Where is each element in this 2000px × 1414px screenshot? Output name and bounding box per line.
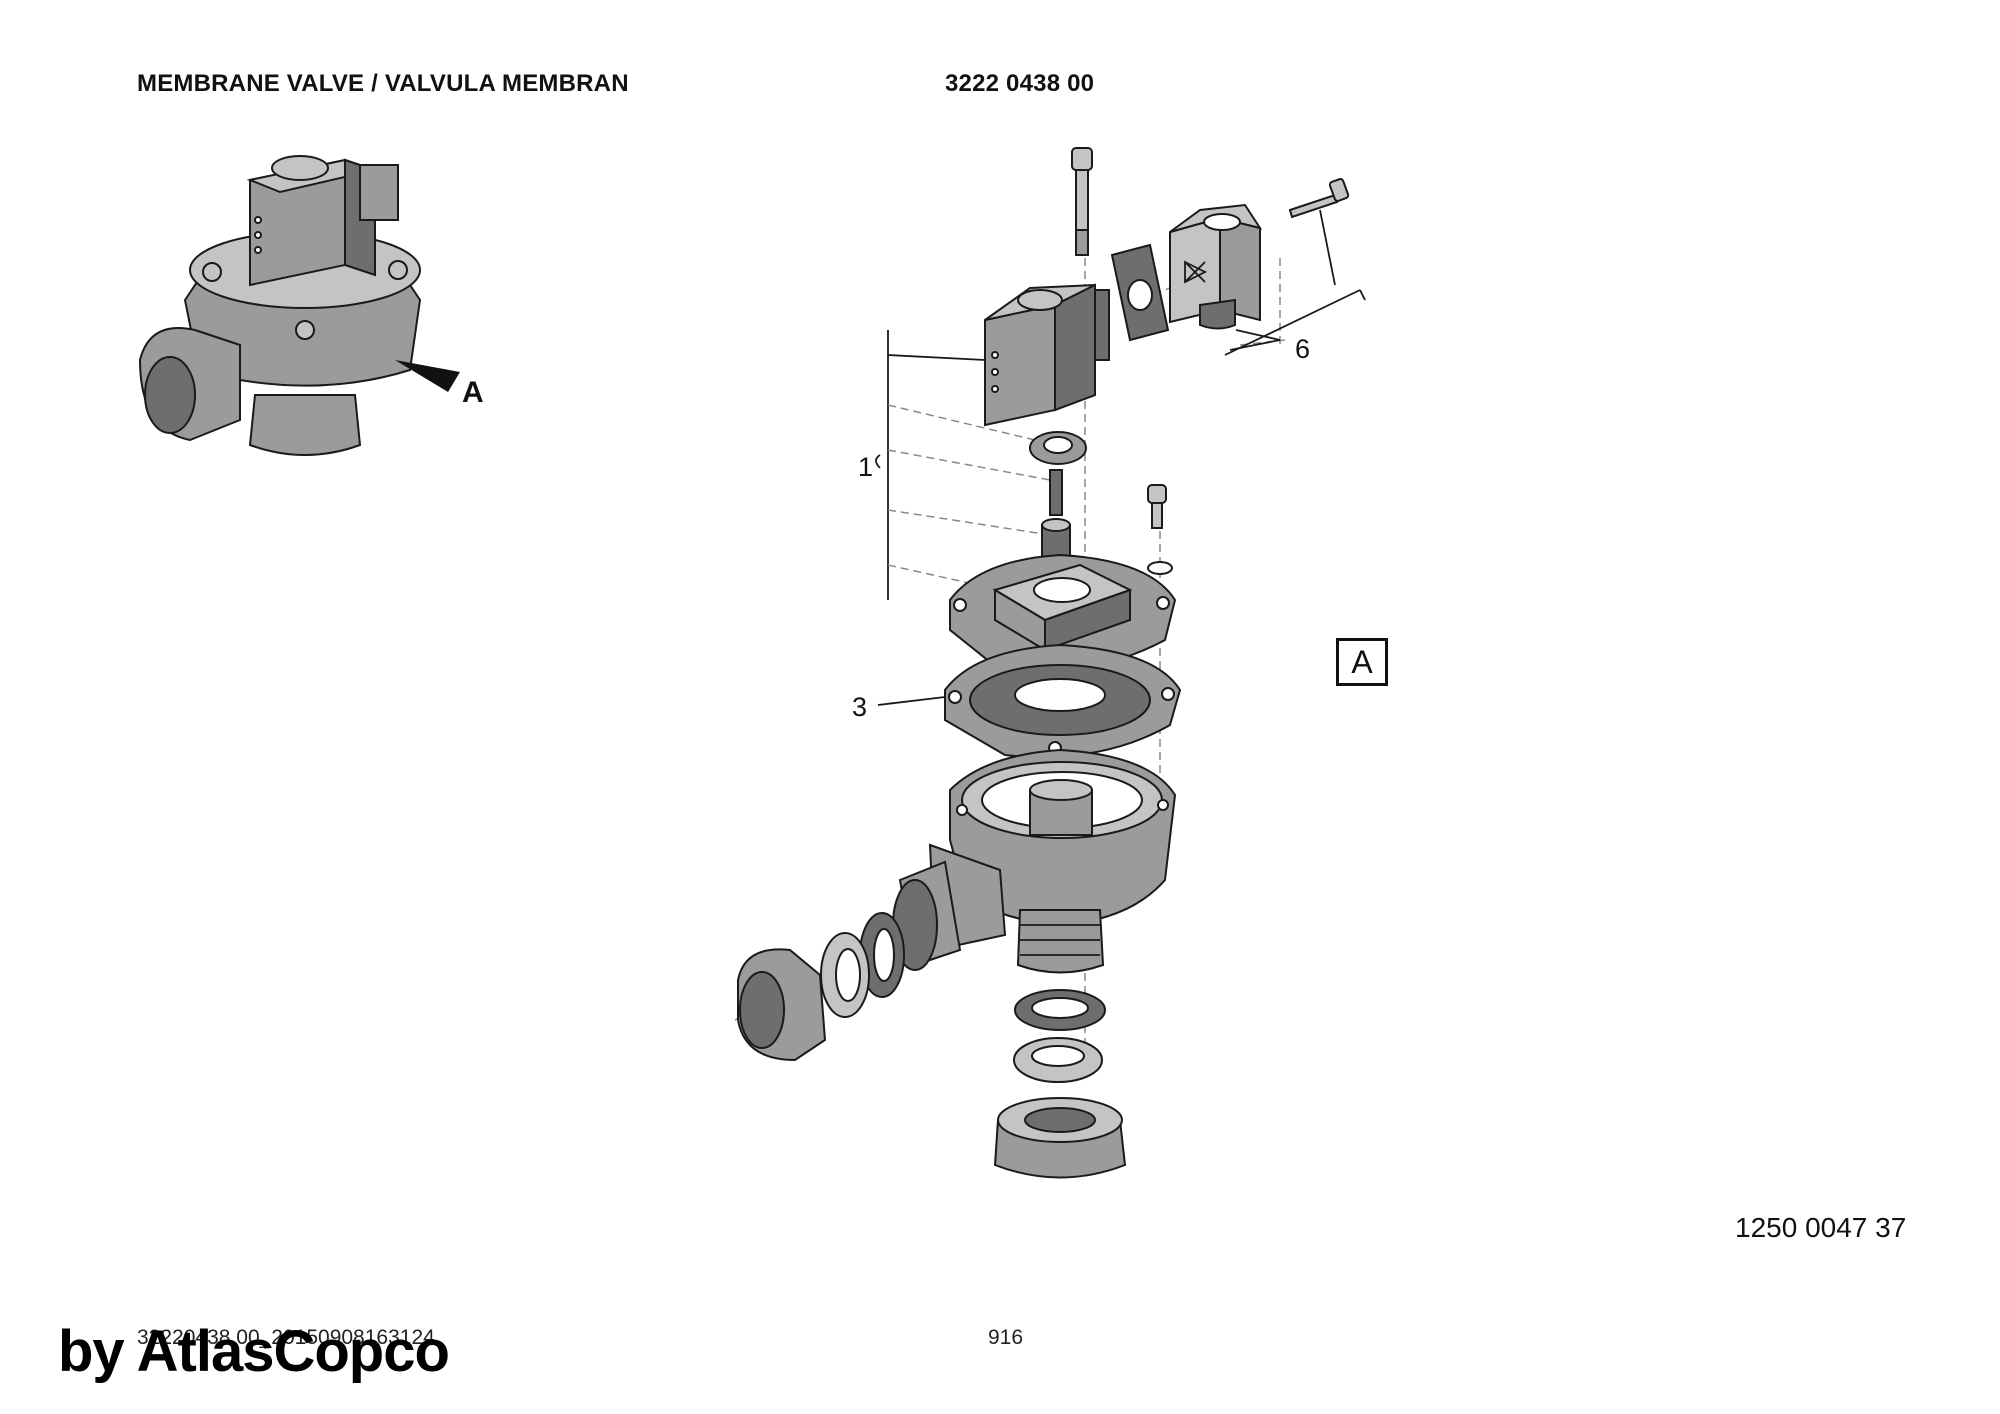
cover-bolt (1147, 484, 1173, 575)
membrane-gasket (944, 643, 1182, 758)
bottom-nut (993, 1097, 1127, 1179)
bottom-seal-ring (1014, 989, 1106, 1031)
side-seal-ring (859, 912, 905, 998)
part-number: 3222 0438 00 (945, 70, 1095, 97)
valve-body (892, 748, 1177, 974)
assembled-valve-illustration (138, 155, 460, 456)
coil-washer (1029, 431, 1087, 465)
solenoid-coil (984, 283, 1110, 427)
side-nut (737, 948, 827, 1062)
page-number: 916 (988, 1326, 1024, 1349)
connector-plug (1169, 203, 1263, 330)
document-code: 32220438 00_20150908163124 (137, 1326, 435, 1349)
page-title: MEMBRANE VALVE / VALVULA MEMBRAN (137, 70, 629, 97)
callout-item-6: 6 (1295, 334, 1311, 364)
long-screw (1071, 147, 1093, 256)
callout-item-1: 1 (858, 452, 874, 482)
watermark-text: by AtlasCopco (58, 1319, 450, 1384)
connector-screw (1288, 178, 1350, 219)
view-arrow-label: A (462, 376, 484, 409)
item-3-leader (877, 696, 946, 706)
connector-gasket (1110, 243, 1170, 342)
bottom-washer (1013, 1037, 1103, 1083)
item-6-leaders (1224, 209, 1366, 356)
callout-item-3: 3 (852, 692, 868, 722)
view-box-text: A (1351, 643, 1373, 680)
item-1-bracket (875, 330, 1051, 600)
plunger-pin (1049, 469, 1063, 516)
view-box-label: A (1336, 638, 1388, 686)
armature-tube (1041, 518, 1071, 581)
cover-plate (949, 553, 1177, 673)
drawing-number: 1250 0047 37 (1735, 1212, 1907, 1243)
side-washer (820, 932, 870, 1018)
